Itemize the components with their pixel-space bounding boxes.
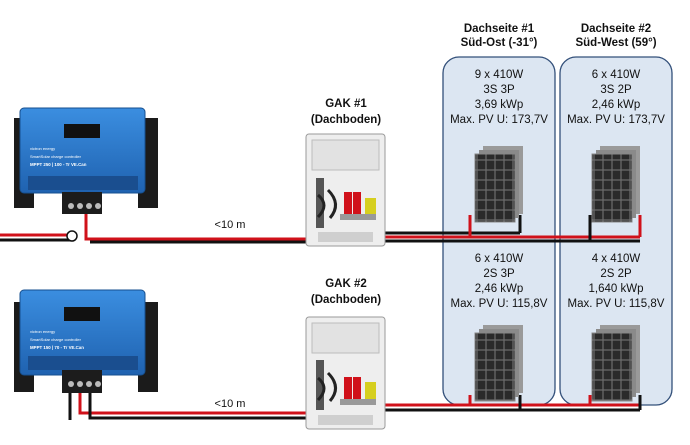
array-4-power: 1,640 kWp — [588, 283, 644, 295]
combiner-box-2 — [305, 316, 386, 430]
combiner-box-1-name: GAK #1 — [325, 98, 367, 110]
controller-1-brand: victron energy — [30, 146, 55, 151]
array-spec-1: 9 x 410W 3S 3P 3,69 kWp Max. PV U: 173,7… — [443, 68, 555, 128]
controller-2-model: MPPT 150 | 70 - Tr VE.Can — [30, 345, 84, 350]
combiner-box-1-label: GAK #1 (Dachboden) — [296, 96, 396, 128]
combiner-box-1-location: (Dachboden) — [310, 114, 382, 126]
array-3-config: 2S 3P — [483, 268, 515, 280]
controller-1-model: MPPT 250 | 100 - Tr VE.Can — [30, 162, 87, 167]
charge-controller-1: victron energy SmartSolar charge control… — [14, 107, 158, 242]
array-4-voltage: Max. PV U: 115,8V — [567, 298, 665, 310]
charge-controller-2: victron energy SmartSolar charge control… — [14, 289, 158, 393]
roof-side-2-header: Dachseite #2 Süd-West (59°) — [566, 22, 666, 50]
array-3-voltage: Max. PV U: 115,8V — [450, 298, 548, 310]
roof-side-1-header: Dachseite #1 Süd-Ost (-31°) — [449, 22, 549, 50]
panel-stack-1-top — [474, 146, 523, 223]
array-1-power: 3,69 kWp — [474, 99, 524, 111]
array-spec-2: 6 x 410W 3S 2P 2,46 kWp Max. PV U: 173,7… — [560, 68, 672, 128]
array-1-config: 3S 3P — [483, 84, 515, 96]
combiner-box-2-label: GAK #2 (Dachboden) — [296, 276, 396, 308]
roof-side-1-title: Dachseite #1 — [463, 23, 535, 35]
roof-side-2-subtitle: Süd-West (59°) — [575, 37, 657, 49]
combiner-box-1 — [305, 133, 386, 247]
array-3-modules: 6 x 410W — [474, 253, 524, 265]
controller-1-line: SmartSolar charge controller — [30, 154, 82, 159]
cables-string-2 — [68, 393, 642, 420]
combiner-box-2-name: GAK #2 — [325, 278, 367, 290]
array-spec-4: 4 x 410W 2S 2P 1,640 kWp Max. PV U: 115,… — [560, 252, 672, 312]
array-3-power: 2,46 kWp — [474, 283, 524, 295]
array-spec-3: 6 x 410W 2S 3P 2,46 kWp Max. PV U: 115,8… — [443, 252, 555, 312]
roof-side-2-title: Dachseite #2 — [580, 23, 652, 35]
controller-2-line: SmartSolar charge controller — [30, 337, 82, 342]
array-1-modules: 9 x 410W — [474, 69, 524, 81]
array-4-modules: 4 x 410W — [591, 253, 641, 265]
combiner-box-2-location: (Dachboden) — [310, 294, 382, 306]
array-4-config: 2S 2P — [600, 268, 632, 280]
cables-string-1 — [0, 205, 642, 244]
array-2-modules: 6 x 410W — [591, 69, 641, 81]
cable-length-2: <10 m — [214, 398, 246, 410]
roof-side-1-subtitle: Süd-Ost (-31°) — [460, 37, 538, 49]
array-2-voltage: Max. PV U: 173,7V — [567, 114, 665, 126]
cable-length-1: <10 m — [214, 219, 246, 231]
array-2-config: 3S 2P — [600, 84, 632, 96]
controller-2-brand: victron energy — [30, 329, 55, 334]
panel-stack-2-top — [591, 146, 640, 223]
panel-stack-1-bottom — [474, 325, 523, 402]
panel-stack-2-bottom — [591, 325, 640, 402]
array-1-voltage: Max. PV U: 173,7V — [450, 114, 548, 126]
array-2-power: 2,46 kWp — [591, 99, 641, 111]
